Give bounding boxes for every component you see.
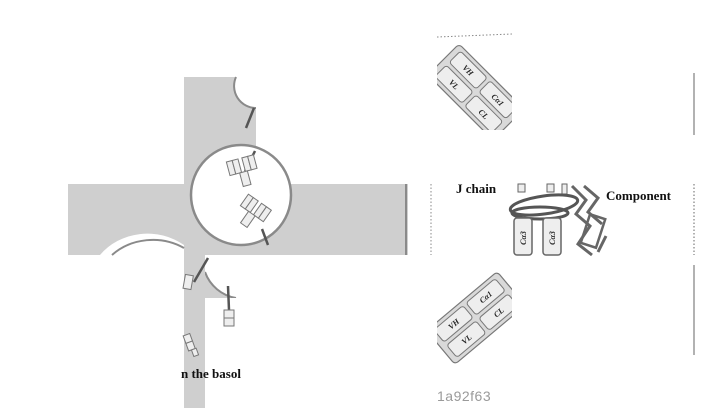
watermark: 1a92f63 xyxy=(437,388,492,404)
j-chain-label: J chain xyxy=(456,181,497,196)
domain-cl-bottom xyxy=(479,294,512,330)
domain-ca3-left xyxy=(513,217,533,256)
panel-top-dots xyxy=(436,33,513,38)
domain-ca1-top xyxy=(479,81,512,119)
domain-vl-bottom xyxy=(447,321,486,357)
basolateral-label: n the basol xyxy=(181,366,241,381)
fc-region: Cα3 Cα3 xyxy=(508,183,580,256)
fab-fragment-top: VH Cα1 VL CL xyxy=(437,44,512,130)
j-chain-shape xyxy=(508,193,580,217)
domain-cl-top xyxy=(465,95,503,130)
antibody-icon-1 xyxy=(225,154,258,188)
antibody-icon-3 xyxy=(182,273,194,291)
domain-ca3-right xyxy=(542,217,562,256)
antibody-icon-2 xyxy=(239,193,273,229)
secretory-component xyxy=(570,184,608,257)
tissue-cross xyxy=(68,76,408,408)
svg-text:Cα3: Cα3 xyxy=(548,231,557,245)
domain-vh-bottom xyxy=(437,306,473,342)
component-label: Component xyxy=(606,188,672,203)
domain-ca1-bottom xyxy=(466,279,505,315)
domain-vl-top xyxy=(437,65,473,103)
svg-text:Cα3: Cα3 xyxy=(519,231,528,245)
antibody-icon-4 xyxy=(223,309,235,327)
domain-vh-top xyxy=(449,51,487,89)
antibody-icon-5 xyxy=(182,332,200,358)
fab-fragment-bottom: VH Cα1 VL CL xyxy=(437,272,512,364)
